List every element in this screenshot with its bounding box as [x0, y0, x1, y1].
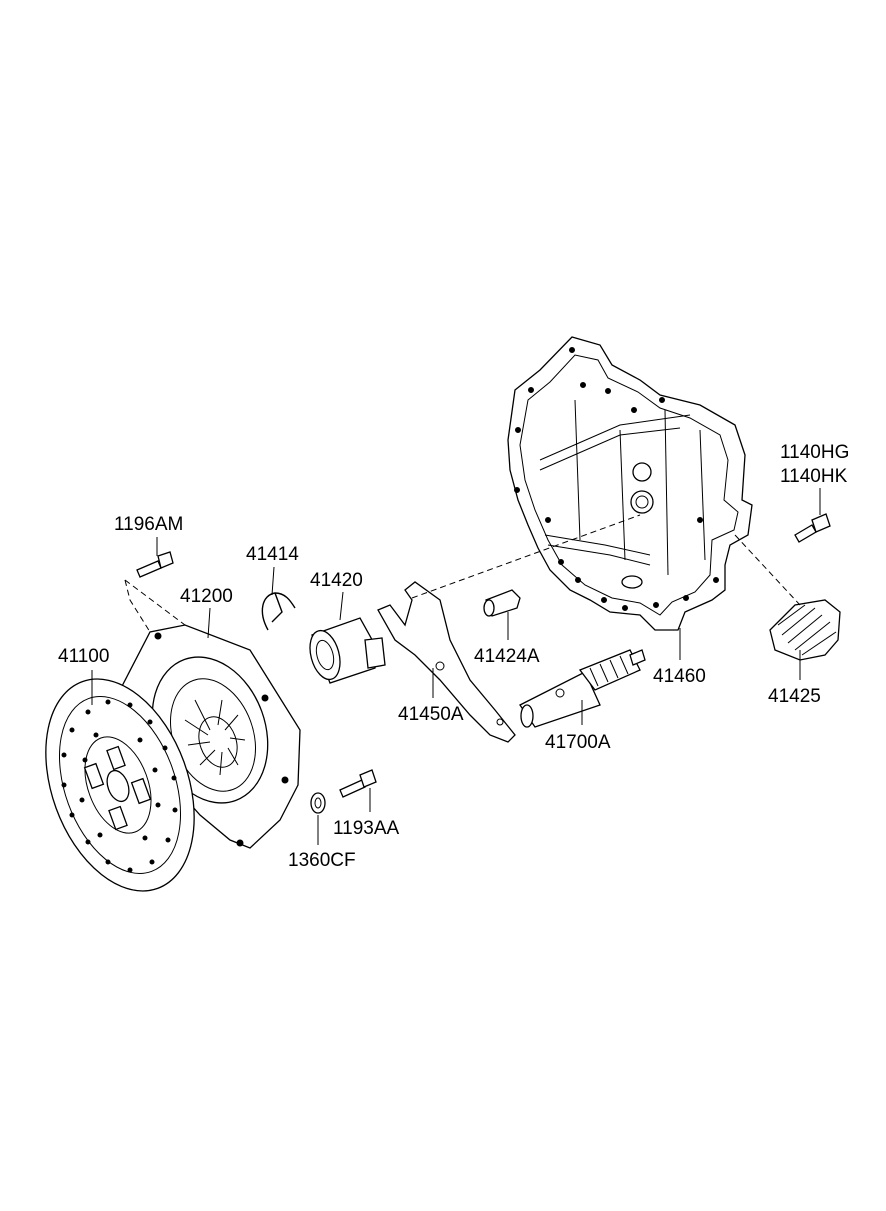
label-41700a: 41700A	[545, 732, 611, 753]
label-41424a: 41424A	[474, 646, 540, 667]
boot-41425	[769, 599, 841, 661]
leader-lines	[91, 488, 821, 845]
pressure-plate-41200	[119, 624, 301, 849]
label-1193aa: 1193AA	[333, 818, 400, 839]
washer-1360cf	[310, 792, 326, 814]
clip-41414	[261, 592, 296, 631]
assembly-lines	[124, 514, 801, 633]
bolt-1140hg	[794, 513, 831, 543]
label-1140hg: 1140HG	[780, 442, 849, 463]
release-bearing-41420	[309, 617, 386, 684]
label-41420: 41420	[310, 570, 363, 591]
bolt-1193aa	[339, 769, 377, 798]
label-1196am: 1196AM	[114, 514, 183, 535]
label-41414: 41414	[246, 544, 299, 565]
slave-cylinder-41700a	[519, 649, 646, 728]
clutch-housing-41460	[507, 336, 753, 631]
label-1360cf: 1360CF	[288, 850, 356, 871]
bolt-1196am	[136, 551, 174, 578]
label-41460: 41460	[653, 666, 706, 687]
label-41200: 41200	[180, 586, 233, 607]
part-labels: 1140HG 1140HK 1196AM 41414 41420 41200 4…	[58, 442, 849, 871]
label-41100: 41100	[58, 646, 109, 667]
release-fork-41450a	[377, 581, 516, 743]
label-41425: 41425	[768, 686, 821, 707]
label-1140hk: 1140HK	[780, 466, 848, 487]
label-41450a: 41450A	[398, 704, 464, 725]
clutch-disc-41100	[45, 678, 195, 892]
disc-rivets	[61, 699, 178, 873]
pivot-41424a	[483, 589, 521, 617]
